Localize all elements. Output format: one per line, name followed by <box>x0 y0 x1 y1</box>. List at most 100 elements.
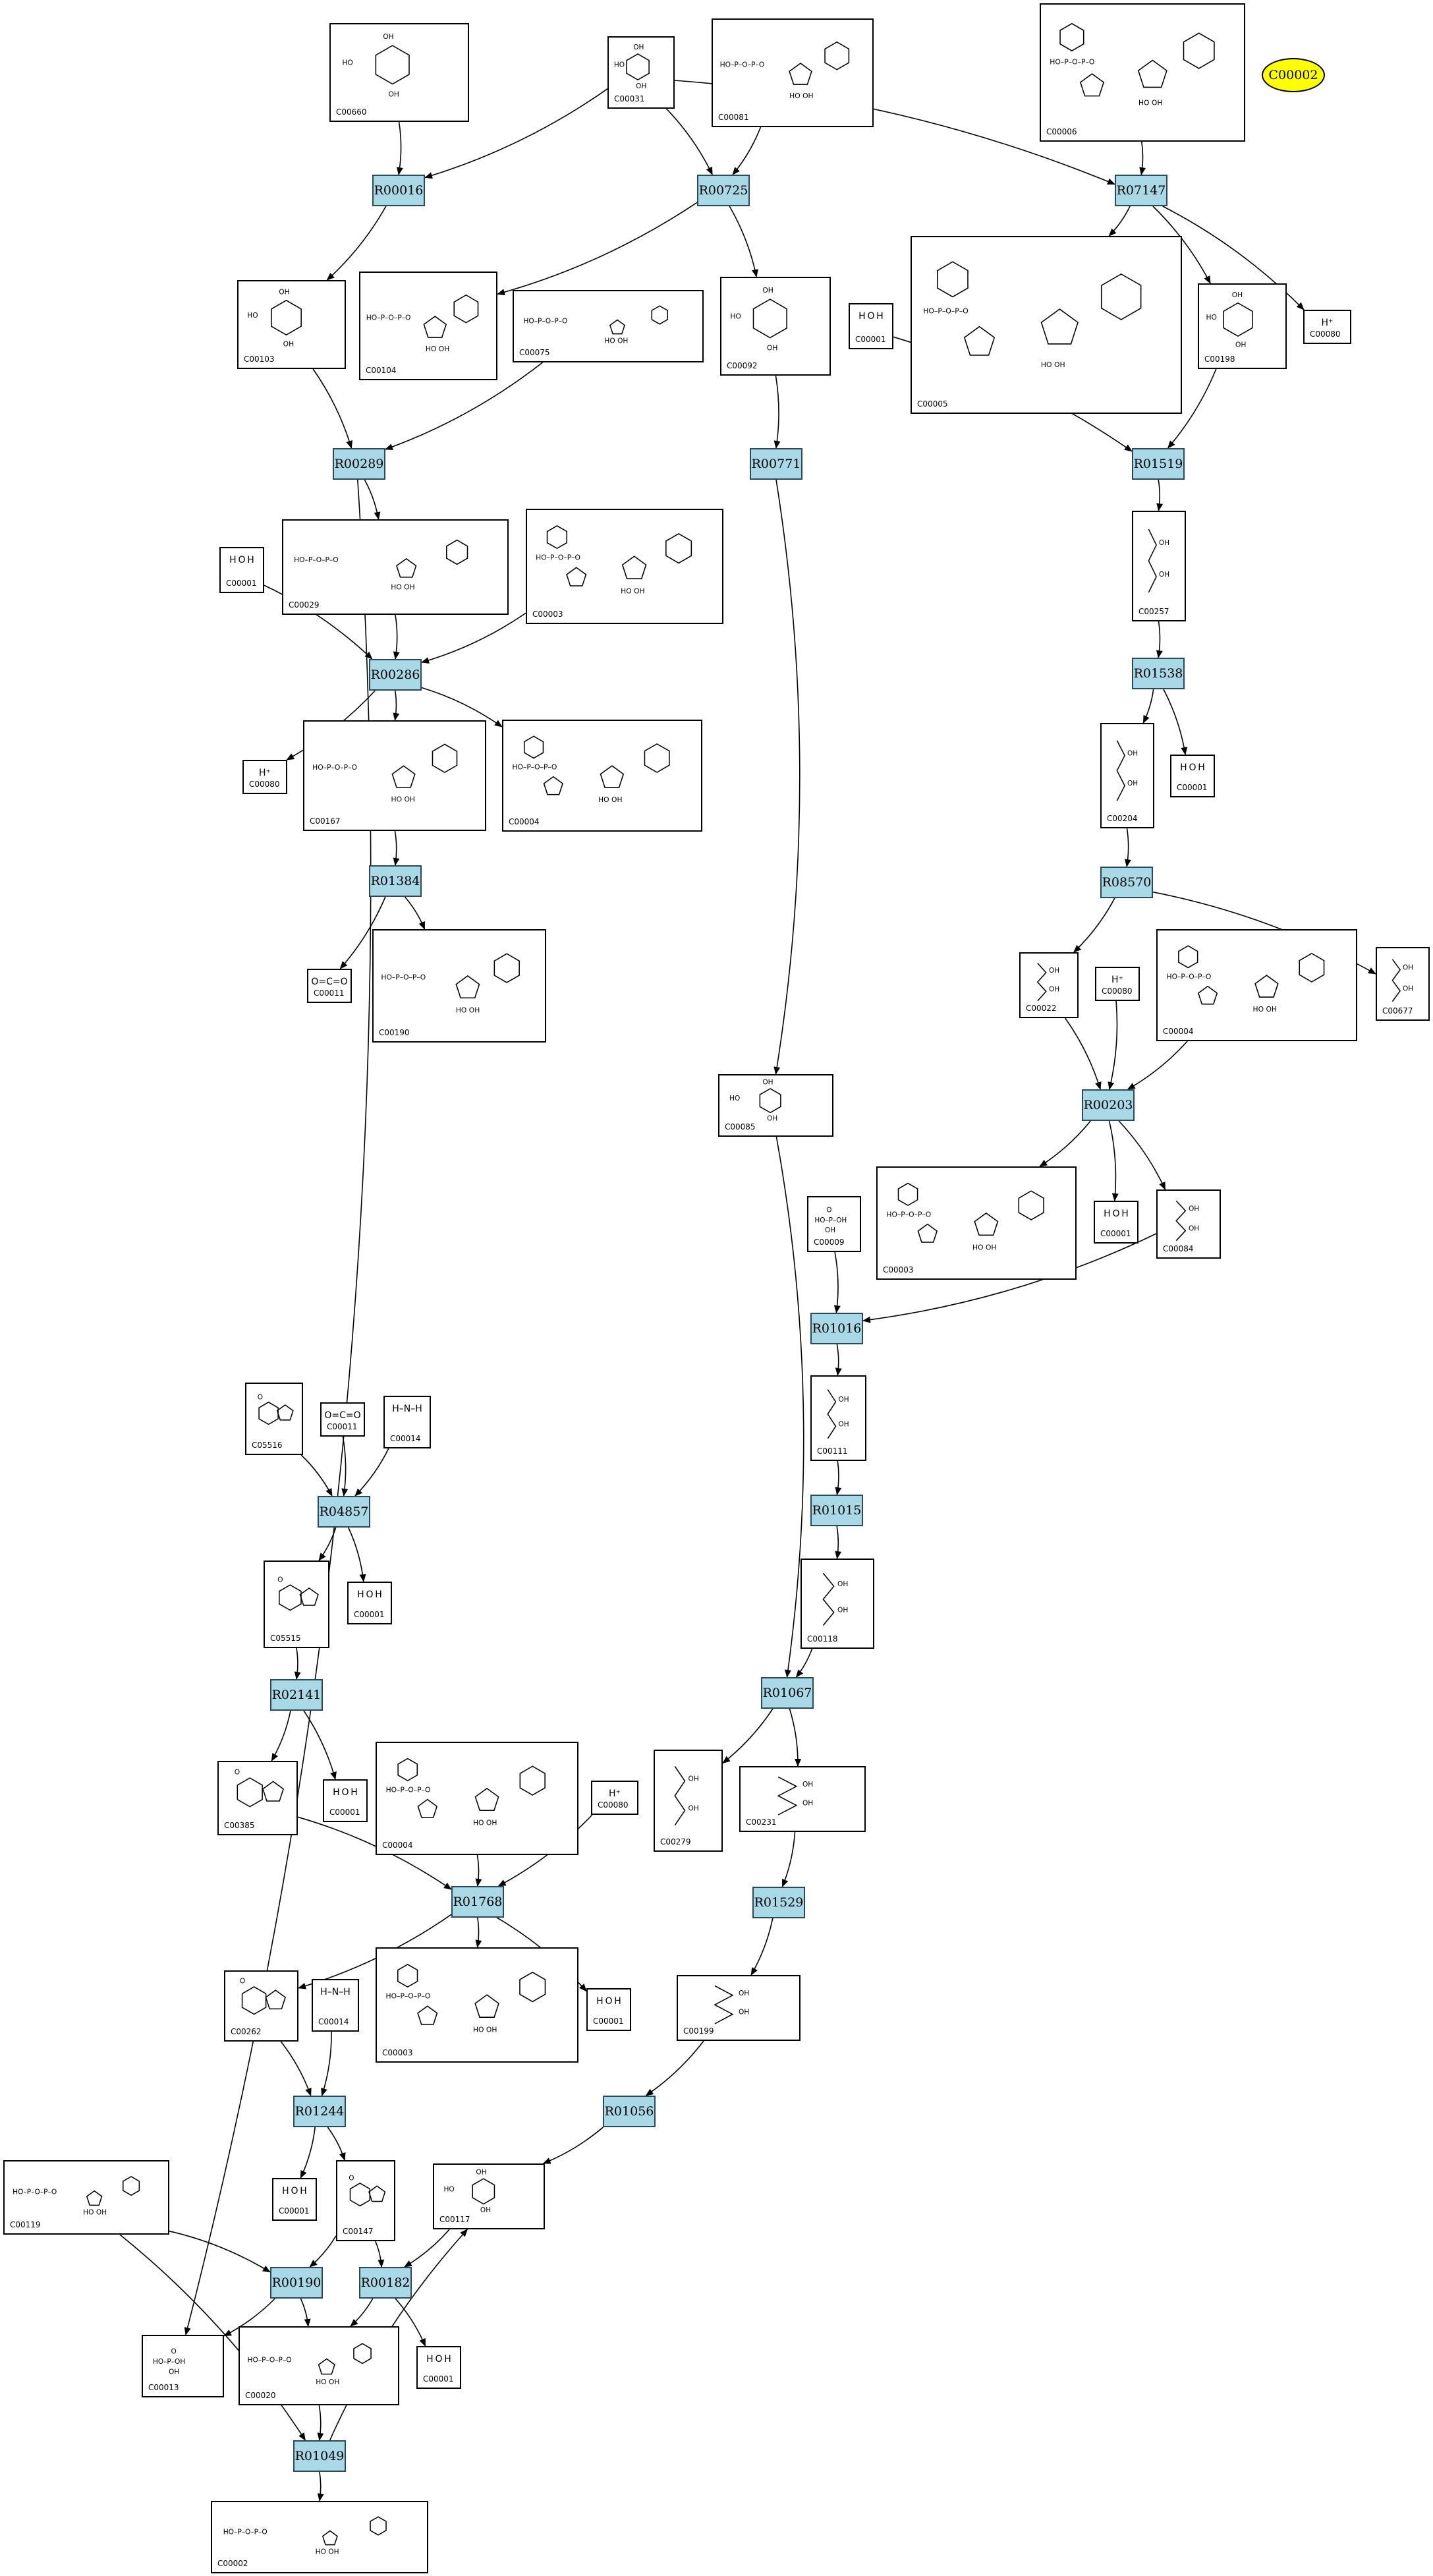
reaction-node[interactable]: R00190 <box>270 2267 323 2299</box>
reaction-node[interactable]: R01768 <box>451 1886 504 1918</box>
compound-id: C00199 <box>683 2026 714 2036</box>
compound-box[interactable]: H⁺C00080 <box>242 760 287 794</box>
edge-arrow <box>665 108 713 175</box>
reaction-node[interactable]: R01056 <box>603 2096 656 2127</box>
reaction-node[interactable]: R00203 <box>1082 1089 1135 1121</box>
reaction-node[interactable]: R00725 <box>697 175 750 206</box>
compound-box[interactable]: H⁺C00080 <box>1303 310 1351 344</box>
reaction-node[interactable]: R01016 <box>810 1313 863 1344</box>
reaction-node[interactable]: R01015 <box>810 1495 863 1526</box>
reaction-node[interactable]: R01384 <box>369 865 422 897</box>
reaction-node[interactable]: R00771 <box>750 448 802 480</box>
reaction-node[interactable]: R00286 <box>369 659 422 691</box>
reaction-node[interactable]: R00016 <box>372 175 425 206</box>
compound-box[interactable]: H⁺C00080 <box>591 1781 638 1815</box>
edge-arrow <box>421 612 526 664</box>
edge-arrow <box>318 1527 337 1561</box>
compound-id: C00001 <box>1100 1229 1131 1238</box>
svg-text:HO–P–O–P–O: HO–P–O–P–O <box>886 1210 931 1218</box>
reaction-node[interactable]: R01538 <box>1132 658 1185 689</box>
reaction-node[interactable]: R07147 <box>1115 175 1167 206</box>
reaction-node[interactable]: R01529 <box>752 1887 805 1918</box>
reaction-node[interactable]: R00182 <box>359 2267 412 2299</box>
reaction-node[interactable]: R01244 <box>293 2096 346 2127</box>
compound-id: C00022 <box>1026 1004 1057 1013</box>
compound-box[interactable]: H⁺C00080 <box>1095 967 1140 1001</box>
edge-arrow <box>300 2127 316 2179</box>
svg-text:O: O <box>235 1768 240 1777</box>
structure-drawing: O <box>258 1394 294 1425</box>
reaction-node[interactable]: R01067 <box>761 1677 814 1709</box>
reaction-node[interactable]: R01049 <box>293 2440 346 2472</box>
edge-arrow <box>750 1918 773 1976</box>
reaction-node[interactable]: R02141 <box>270 1679 323 1711</box>
reaction-node[interactable]: R04857 <box>318 1496 370 1528</box>
reaction-node[interactable]: R00289 <box>333 448 385 480</box>
structure-drawing: HO–P–O–P–OHO OH <box>366 294 479 353</box>
svg-text:HO: HO <box>247 311 258 320</box>
reaction-node[interactable]: R01519 <box>1132 448 1185 480</box>
svg-text:HO: HO <box>342 58 352 67</box>
highlighted-compound-node[interactable]: C00002 <box>1262 58 1325 92</box>
reaction-node[interactable]: R08570 <box>1100 867 1153 898</box>
svg-text:OH: OH <box>480 2206 491 2214</box>
